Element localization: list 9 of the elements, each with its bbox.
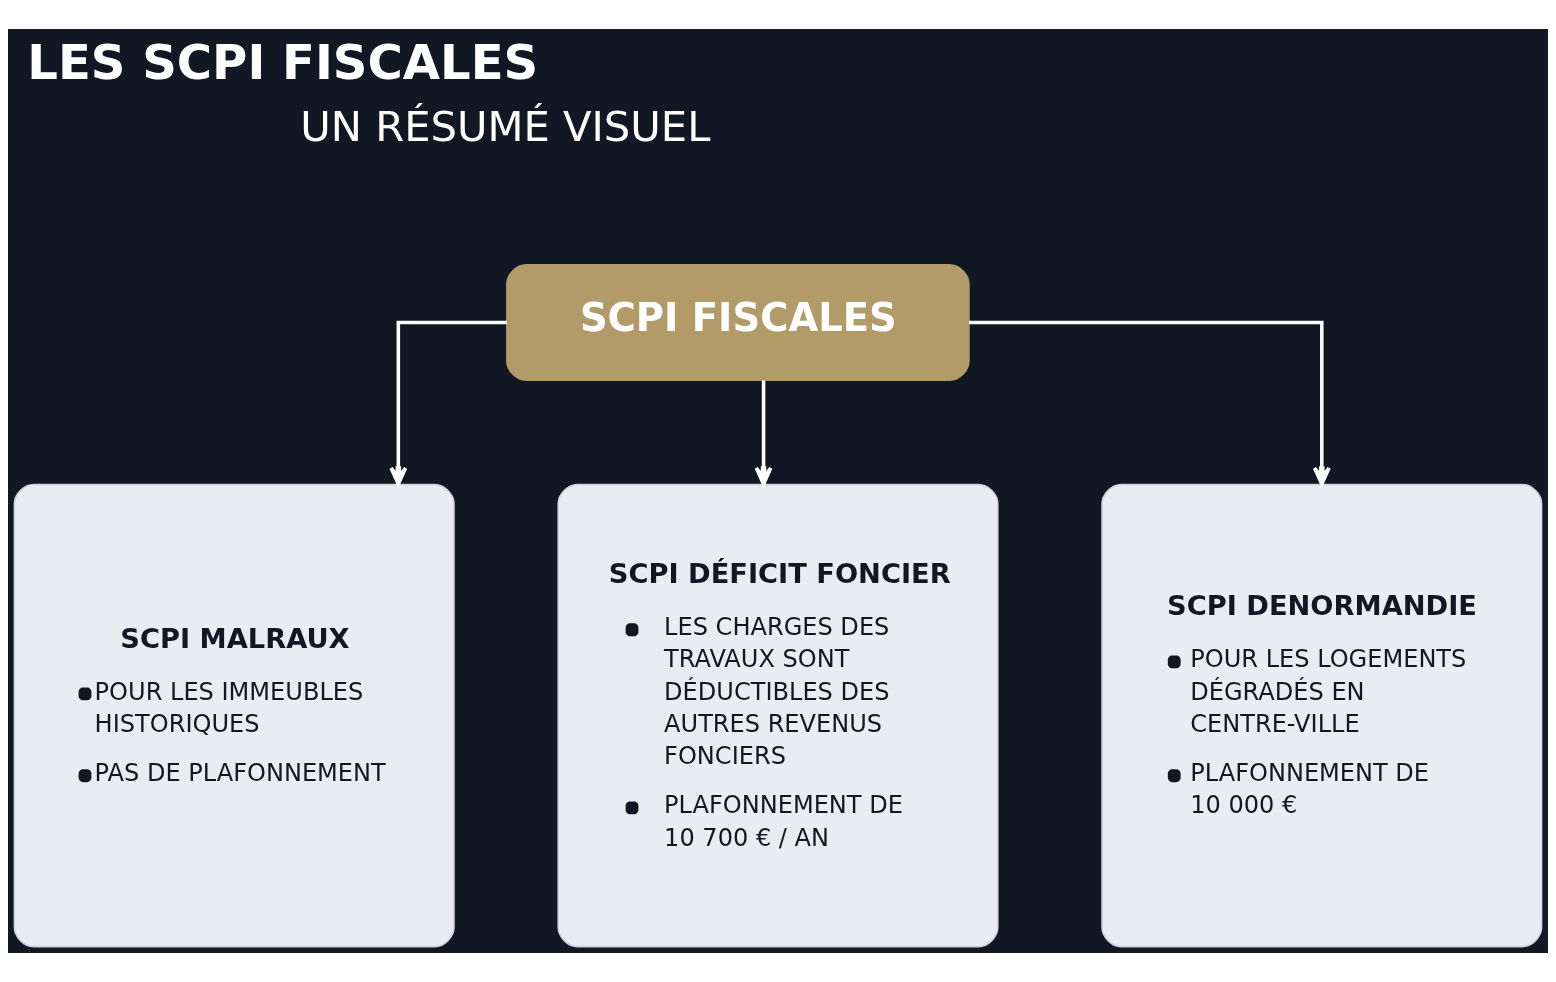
arrow	[969, 320, 1331, 486]
arrow	[389, 320, 507, 486]
node-box: SCPI DENORMANDIE POUR LES LOGEMENTS DÉGRADÉS EN CENTRE-VILLE PLAFONNEMENT DE 10 000 €	[1101, 483, 1543, 948]
node-box: SCPI MALRAUX POUR LES IMMEUBLES HISTORIQUES PAS DE PLAFONNEMENT	[13, 483, 455, 948]
node-box: SCPI FISCALES	[506, 264, 970, 382]
arrow	[754, 380, 773, 486]
diagram-title: LES SCPI FISCALES	[27, 33, 539, 90]
label: UN RÉSUMÉ VISUEL	[300, 101, 711, 151]
node-box: SCPI DÉFICIT FONCIER LES CHARGES DES TRAVAUX SONT DÉDUCTIBLES DES AUTRES REVENUS FONCIERS PLAFONNEMENT DE 10 700 € / AN	[557, 483, 999, 948]
